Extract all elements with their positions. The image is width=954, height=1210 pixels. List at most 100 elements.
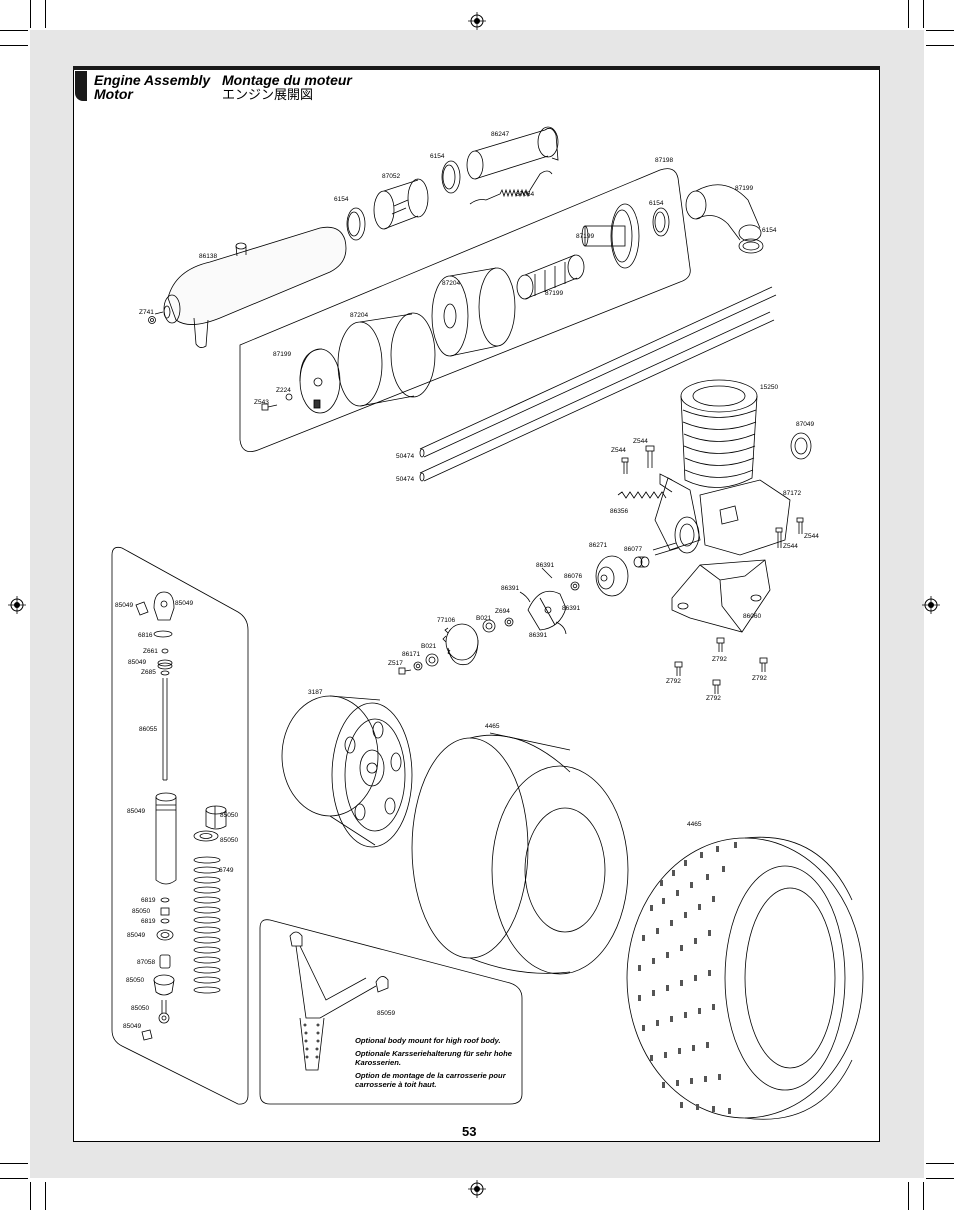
title-japanese: エンジン展開図 xyxy=(222,87,314,102)
part-label: 6154 xyxy=(649,200,664,207)
engine-screw xyxy=(796,517,804,534)
part-label: 87199 xyxy=(545,290,563,297)
part-label: 86391 xyxy=(529,632,547,639)
part-label: 86060 xyxy=(743,613,761,620)
pipe-clamp xyxy=(441,160,461,194)
crop-mark xyxy=(926,45,954,46)
crop-mark xyxy=(908,0,909,28)
clutch-spring xyxy=(519,591,531,603)
part-label: 87058 xyxy=(137,959,155,966)
part-label: 86076 xyxy=(564,573,582,580)
part-label: 87204 xyxy=(442,280,460,287)
engine-dust-cover xyxy=(790,432,812,460)
exhaust-manifold xyxy=(466,126,559,180)
shock-bottom-cap xyxy=(153,974,175,996)
part-label: B021 xyxy=(421,643,437,650)
part-label: 87198 xyxy=(655,157,673,164)
part-label: Z224 xyxy=(276,387,291,394)
part-label: 87199 xyxy=(576,233,594,240)
header-rule xyxy=(73,66,880,70)
filter-washer xyxy=(285,393,293,401)
body-mount-note: Optional body mount for high roof body. … xyxy=(355,1036,525,1093)
shock-end xyxy=(141,1029,153,1041)
clutch-spacer xyxy=(413,661,423,671)
crop-mark xyxy=(926,30,954,31)
part-label: 6154 xyxy=(334,196,349,203)
part-label: 86391 xyxy=(501,585,519,592)
filter-clamp xyxy=(652,207,670,237)
shock-bushing xyxy=(160,907,170,916)
shock-bladder xyxy=(159,954,171,969)
part-label: Z685 xyxy=(141,669,156,676)
part-label: 86247 xyxy=(491,131,509,138)
part-label: 85050 xyxy=(220,837,238,844)
registration-mark-icon xyxy=(8,596,26,614)
part-label: 6749 xyxy=(219,867,234,874)
part-label: 6816 xyxy=(138,632,153,639)
note-french: Option de montage de la carrosserie pour… xyxy=(355,1071,506,1089)
filter-foam-inner xyxy=(337,312,436,407)
tire-foam xyxy=(411,732,629,975)
part-label: Z544 xyxy=(611,447,626,454)
part-label: Z544 xyxy=(783,543,798,550)
part-label: 77106 xyxy=(437,617,455,624)
crop-mark xyxy=(0,30,28,31)
engine-screw xyxy=(645,445,655,468)
shock-o-ring xyxy=(160,897,170,903)
wheel-rim xyxy=(281,695,413,848)
filter-screw xyxy=(261,403,278,411)
part-label: Z792 xyxy=(666,678,681,685)
crop-mark xyxy=(45,0,46,28)
part-label: Z517 xyxy=(388,660,403,667)
shock-cap xyxy=(153,591,175,621)
engine-screw xyxy=(621,457,629,474)
part-label: 87049 xyxy=(796,421,814,428)
part-label: Z544 xyxy=(633,438,648,445)
part-label: 4465 xyxy=(687,821,702,828)
filter-end-cap xyxy=(299,348,341,414)
mount-screw xyxy=(759,657,768,672)
part-label: B021 xyxy=(476,615,492,622)
part-label: 15250 xyxy=(760,384,778,391)
part-label: 6154 xyxy=(762,227,777,234)
part-label: 85049 xyxy=(127,808,145,815)
part-label: 85050 xyxy=(132,908,150,915)
shock-body xyxy=(155,792,177,885)
note-english: Optional body mount for high roof body. xyxy=(355,1036,501,1045)
part-label: Z741 xyxy=(139,309,154,316)
shock-washer xyxy=(161,648,169,654)
clutch-screw xyxy=(398,667,412,675)
crop-mark xyxy=(923,0,924,28)
crop-mark xyxy=(908,1182,909,1210)
part-label: 4465 xyxy=(485,723,500,730)
part-label: 87172 xyxy=(783,490,801,497)
part-label: 6154 xyxy=(430,153,445,160)
crop-mark xyxy=(926,1178,954,1179)
pipe-clamp xyxy=(346,207,366,241)
crop-mark xyxy=(30,1182,31,1210)
flywheel xyxy=(595,555,629,597)
header-tab xyxy=(75,71,87,101)
crop-mark xyxy=(0,1163,28,1164)
part-label: 85049 xyxy=(123,1023,141,1030)
part-label: 6819 xyxy=(141,918,156,925)
crop-mark xyxy=(0,45,28,46)
exhaust-screw xyxy=(148,316,156,324)
filter-foam-outer xyxy=(431,267,516,357)
clutch-spring xyxy=(541,567,553,579)
shock-end xyxy=(135,601,149,616)
clutch-bearing xyxy=(425,653,439,667)
filter-clamp xyxy=(738,238,764,254)
part-label: 85049 xyxy=(128,659,146,666)
mount-screw xyxy=(716,637,725,652)
tire-tread-pattern xyxy=(638,842,737,1114)
part-label: 86271 xyxy=(589,542,607,549)
part-label: 85049 xyxy=(175,600,193,607)
filter-adapter xyxy=(581,203,640,269)
clutch-washer xyxy=(504,617,514,627)
filter-cage xyxy=(516,254,585,300)
long-rod xyxy=(419,311,775,482)
part-label: Z792 xyxy=(752,675,767,682)
spring-collar xyxy=(205,805,227,830)
